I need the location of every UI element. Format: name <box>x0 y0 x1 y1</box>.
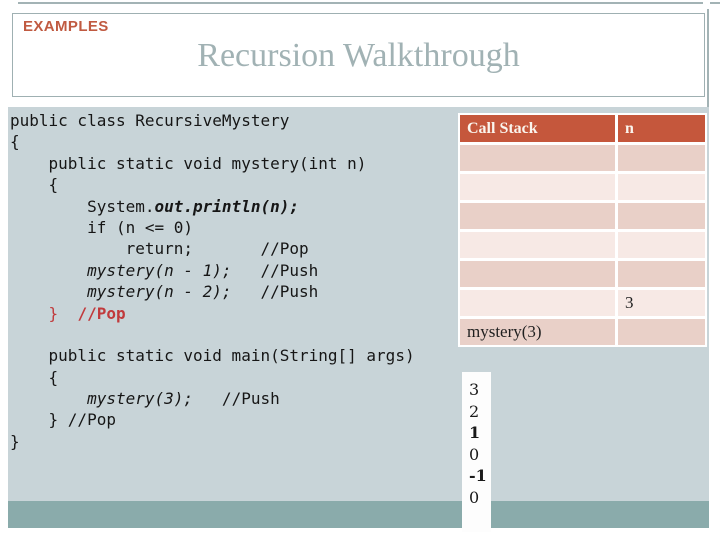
n-cell <box>618 232 705 258</box>
code-segment: public static void mystery(int n) <box>10 153 367 173</box>
code-segment: System. <box>10 196 155 216</box>
table-row <box>460 145 705 171</box>
n-cell <box>618 174 705 200</box>
code-segment <box>10 261 87 280</box>
n-cell <box>618 319 705 345</box>
code-block: public class RecursiveMystery { public st… <box>10 110 415 452</box>
code-line: } //Pop <box>10 303 415 324</box>
code-segment: { <box>10 132 20 152</box>
table-row <box>460 261 705 287</box>
code-segment <box>10 389 87 408</box>
output-trace: 3 2 1 0 -1 0 <box>462 372 491 532</box>
call-stack-cell <box>460 203 615 229</box>
bottom-teal-band <box>8 501 709 528</box>
trace-value: 1 <box>469 423 481 442</box>
code-segment: //Pop <box>77 303 126 323</box>
table-row <box>460 232 705 258</box>
table-row: 3 <box>460 290 705 316</box>
call-stack-cell: mystery(3) <box>460 319 615 345</box>
trace-value: 0 <box>469 487 480 507</box>
slide-kicker: EXAMPLES <box>23 18 109 35</box>
code-segment: out.println(n); <box>154 196 300 216</box>
code-line <box>10 324 415 345</box>
code-segment: return; //Pop <box>10 239 309 259</box>
code-segment: //Push <box>193 389 280 409</box>
n-cell: 3 <box>618 290 705 316</box>
code-segment: } //Pop <box>10 410 116 430</box>
code-segment: mystery(3); <box>87 389 194 409</box>
code-segment: { <box>10 175 59 195</box>
call-stack-cell <box>460 232 615 258</box>
code-line: if (n <= 0) <box>10 217 415 238</box>
code-segment: { <box>10 367 59 387</box>
code-segment: if (n <= 0) <box>10 217 194 237</box>
code-line: mystery(n - 1); //Push <box>10 260 415 281</box>
call-stack-cell <box>460 174 615 200</box>
code-segment: public static void main(String[] args) <box>10 346 415 366</box>
code-segment <box>10 282 87 301</box>
trace-value: -1 <box>469 466 487 485</box>
code-line: { <box>10 131 415 152</box>
code-segment: mystery(n - 1); <box>87 260 232 280</box>
code-segment: public class RecursiveMystery <box>10 111 290 130</box>
code-line: public static void main(String[] args) <box>10 345 415 366</box>
code-segment: mystery(n - 2); <box>87 282 232 302</box>
n-header: n <box>618 115 705 142</box>
trace-value: 2 <box>469 401 480 421</box>
slide-title: Recursion Walkthrough <box>197 37 520 74</box>
code-line: } <box>10 431 415 452</box>
code-line: } //Pop <box>10 409 415 430</box>
call-stack-cell <box>460 261 615 287</box>
table-header-row: Call Stack n <box>460 115 705 142</box>
n-cell <box>618 261 705 287</box>
trace-value: 0 <box>469 444 480 464</box>
code-line: { <box>10 174 415 195</box>
table-row <box>460 174 705 200</box>
code-segment: } <box>10 303 78 323</box>
call-stack-header: Call Stack <box>460 115 615 142</box>
code-segment: } <box>10 431 20 451</box>
call-stack-cell <box>460 145 615 171</box>
call-stack-cell <box>460 290 615 316</box>
code-line: { <box>10 367 415 388</box>
n-cell <box>618 203 705 229</box>
code-line: return; //Pop <box>10 238 415 259</box>
frame-top-corner-line <box>710 2 720 4</box>
code-line: mystery(3); //Push <box>10 388 415 409</box>
table-row <box>460 203 705 229</box>
slide-header-box: EXAMPLES Recursion Walkthrough <box>12 13 705 97</box>
code-line: public static void mystery(int n) <box>10 153 415 174</box>
code-line: public class RecursiveMystery <box>10 110 415 131</box>
code-line: System.out.println(n); <box>10 196 415 217</box>
n-cell <box>618 145 705 171</box>
code-segment: //Push <box>231 282 319 302</box>
trace-value: 3 <box>469 380 480 399</box>
frame-top-line <box>18 2 703 4</box>
code-segment: //Push <box>231 260 319 280</box>
code-line: mystery(n - 2); //Push <box>10 281 415 302</box>
table-row: mystery(3) <box>460 319 705 345</box>
